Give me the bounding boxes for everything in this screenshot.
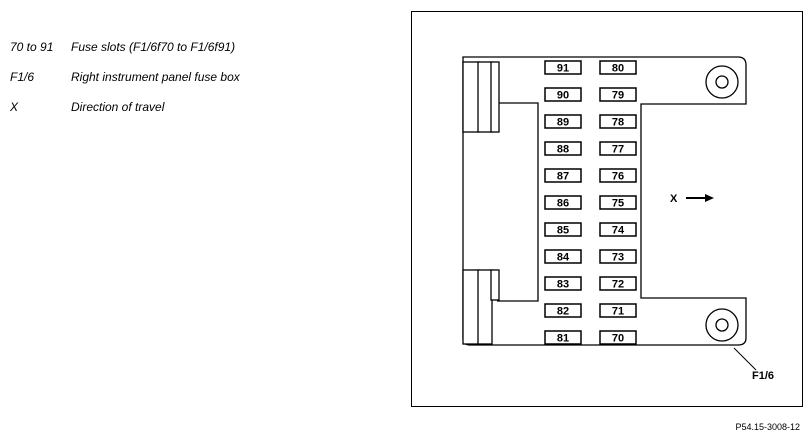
fuse-slots: 91 90 89 88 87 86 85 84 83 82 81 80 79 78 77 76 75 74 73 72… <box>544 60 637 345</box>
fuse-number: 81 <box>557 333 569 345</box>
fuse-slot <box>599 168 637 183</box>
fuse-slot <box>544 330 582 345</box>
fuse-number: 76 <box>612 171 624 183</box>
fuse-number: 83 <box>557 279 569 291</box>
fuse-number: 73 <box>612 252 624 264</box>
fuse-slot <box>544 60 582 75</box>
legend-description: Right instrument panel fuse box <box>71 70 240 84</box>
fuse-number: 77 <box>612 144 624 156</box>
fuse-number: 82 <box>557 306 569 318</box>
fuse-slot <box>544 87 582 102</box>
fuse-slot <box>599 330 637 345</box>
fuse-number: 72 <box>612 279 624 291</box>
fuse-box-outline <box>462 56 747 346</box>
mounting-tab <box>477 61 493 133</box>
fuse-slot <box>599 276 637 291</box>
fuse-slot <box>599 87 637 102</box>
fuse-slot <box>599 222 637 237</box>
fuse-number: 84 <box>557 252 570 264</box>
component-label: F1/6 <box>752 370 774 382</box>
legend-key: 70 to 91 <box>10 40 54 54</box>
fuse-slot <box>599 60 637 75</box>
fuse-slot <box>544 114 582 129</box>
fuse-slot <box>599 249 637 264</box>
fuse-number: 88 <box>557 144 569 156</box>
legend-description: Direction of travel <box>71 100 165 114</box>
fuse-number: 74 <box>612 225 625 237</box>
mounting-tab <box>477 269 493 345</box>
fuse-slot <box>599 141 637 156</box>
fuse-slot <box>544 222 582 237</box>
fuse-slot <box>544 195 582 210</box>
fuse-number: 90 <box>557 90 569 102</box>
fuse-number: 75 <box>612 198 624 210</box>
legend-description: Fuse slots (F1/6f70 to F1/6f91) <box>71 40 236 54</box>
fuse-number: 79 <box>612 90 624 102</box>
fuse-slot <box>599 195 637 210</box>
fuse-number: 87 <box>557 171 569 183</box>
fuse-slot <box>599 114 637 129</box>
legend-row: 70 to 91 Fuse slots (F1/6f70 to F1/6f91) <box>10 40 390 70</box>
fuse-slot <box>544 276 582 291</box>
direction-label: X <box>670 193 678 205</box>
diagram-frame <box>411 11 803 407</box>
arrow-head-icon <box>705 194 714 202</box>
legend-key: X <box>10 100 19 114</box>
fuse-slot <box>544 168 582 183</box>
fuse-number: 86 <box>557 198 569 210</box>
legend: 70 to 91 Fuse slots (F1/6f70 to F1/6f91)… <box>10 40 390 130</box>
leader-line <box>733 347 757 371</box>
figure-reference: P54.15-3008-12 <box>735 422 800 432</box>
legend-key: F1/6 <box>10 70 35 84</box>
mounting-tab <box>462 61 480 133</box>
fuse-slot <box>544 141 582 156</box>
fuse-slot <box>544 303 582 318</box>
fuse-number: 78 <box>612 117 624 129</box>
legend-row: F1/6 Right instrument panel fuse box <box>10 70 390 100</box>
fuse-number: 80 <box>612 63 624 75</box>
fuse-slot <box>544 249 582 264</box>
fuse-number: 91 <box>557 63 569 75</box>
mounting-hole <box>705 65 739 99</box>
fuse-number: 85 <box>557 225 569 237</box>
mounting-tab <box>490 269 500 301</box>
fuse-slot <box>599 303 637 318</box>
fuse-number: 71 <box>612 306 624 318</box>
mounting-tab <box>490 61 500 133</box>
fuse-number: 70 <box>612 333 624 345</box>
fuse-number: 89 <box>557 117 569 129</box>
mounting-tab <box>462 269 480 345</box>
connector-notch <box>497 102 539 302</box>
mounting-hole <box>705 308 739 342</box>
legend-row: X Direction of travel <box>10 100 390 130</box>
